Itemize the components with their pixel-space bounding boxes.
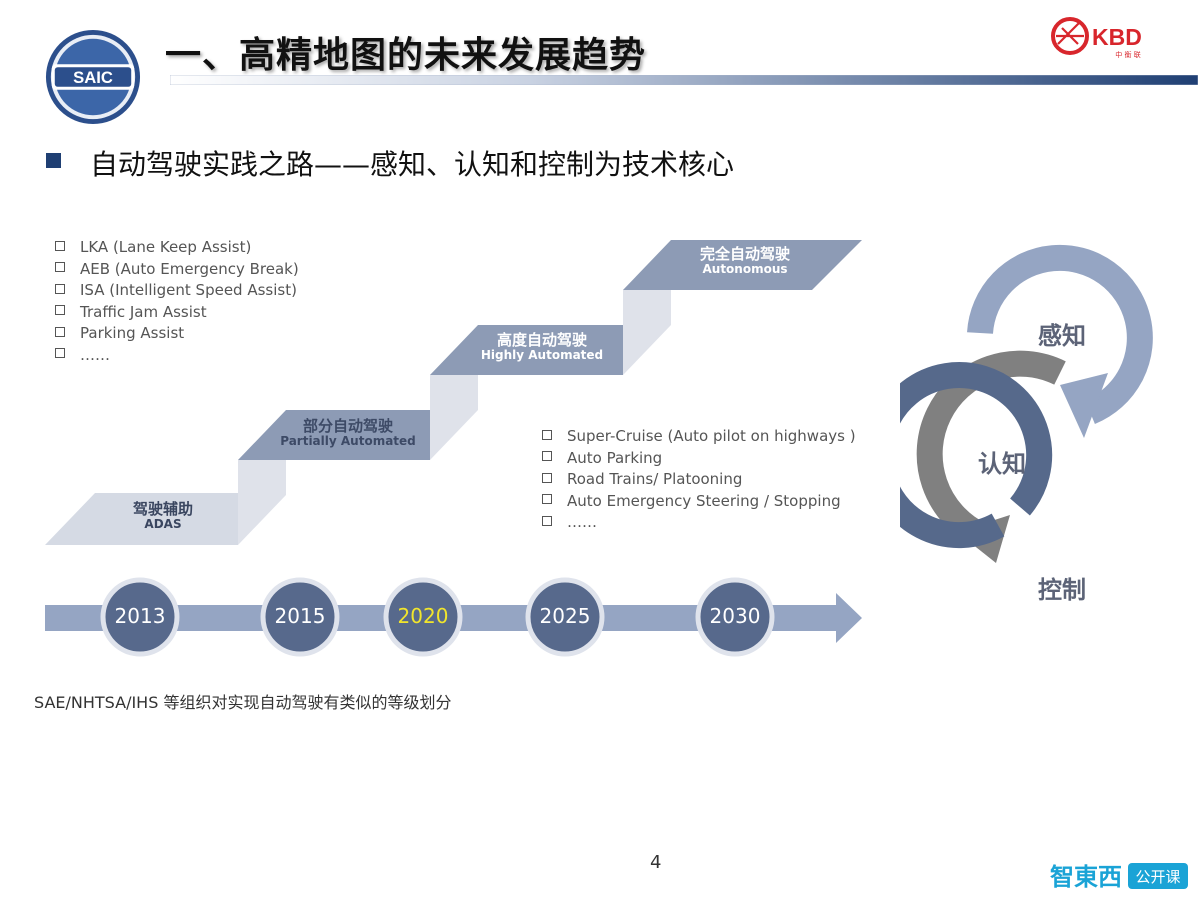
timeline-year: 2030 [709, 604, 761, 628]
checkbox-icon [55, 348, 65, 359]
step-highly [430, 325, 623, 375]
step-partial [238, 410, 430, 460]
perception-cycle [900, 244, 1153, 563]
arrow-icon [1060, 373, 1108, 438]
page-number: 4 [650, 852, 662, 873]
checkbox-icon [55, 326, 65, 337]
svg-text:中 衡 联: 中 衡 联 [1115, 50, 1140, 59]
list-item: LKA (Lane Keep Assist) [55, 237, 299, 259]
list-item: Road Trains/ Platooning [542, 469, 856, 491]
perception-arc [967, 244, 1153, 425]
checkbox-icon [542, 472, 552, 483]
svg-text:智東西: 智東西 [1050, 863, 1122, 891]
list-item: Auto Parking [542, 448, 856, 470]
page-title: 一、高精地图的未来发展趋势 [165, 35, 647, 76]
kbd-logo: KBD 中 衡 联 [1051, 17, 1142, 59]
footnote: SAE/NHTSA/IHS 等组织对实现自动驾驶有类似的等级划分 [34, 693, 452, 712]
checkbox-icon [55, 262, 65, 273]
automation-stairs [45, 240, 862, 545]
zhidongxi-logo: 智東西 公开课 [1050, 863, 1188, 891]
list-item: ISA (Intelligent Speed Assist) [55, 280, 299, 302]
checkbox-icon [55, 240, 65, 251]
list-item: Auto Emergency Steering / Stopping [542, 491, 856, 513]
checkbox-icon [55, 283, 65, 294]
timeline-year: 2015 [274, 604, 326, 628]
cycle-label-control: 控制 [1038, 576, 1086, 604]
advanced-feature-list: Super-Cruise (Auto pilot on highways ) A… [542, 426, 856, 534]
checkbox-icon [542, 429, 552, 440]
svg-text:公开课: 公开课 [1135, 868, 1180, 886]
cycle-label-perception: 感知 [1038, 322, 1086, 350]
timeline-year: 2013 [114, 604, 166, 628]
list-item: …… [55, 345, 299, 367]
step-label-partial: 部分自动驾驶 Partially Automated [280, 417, 416, 449]
subtitle: 自动驾驶实践之路——感知、认知和控制为技术核心 [90, 148, 735, 181]
checkbox-icon [542, 515, 552, 526]
list-item: Super-Cruise (Auto pilot on highways ) [542, 426, 856, 448]
checkbox-icon [55, 305, 65, 316]
saic-logo: SAIC [45, 29, 141, 125]
control-arc [900, 362, 1053, 548]
svg-text:SAIC: SAIC [73, 68, 113, 87]
timeline-arrow [45, 577, 862, 657]
adas-feature-list: LKA (Lane Keep Assist) AEB (Auto Emergen… [55, 237, 299, 367]
checkbox-icon [542, 494, 552, 505]
title-underline [170, 75, 1198, 85]
step-label-highly: 高度自动驾驶 Highly Automated [480, 331, 604, 363]
step-autonomous [623, 240, 862, 290]
list-item: …… [542, 512, 856, 534]
list-item: Parking Assist [55, 323, 299, 345]
timeline-year-highlight: 2020 [397, 604, 449, 628]
subtitle-bullet [46, 153, 61, 168]
step-label-autonomous: 完全自动驾驶 Autonomous [699, 245, 790, 277]
year-node [100, 577, 775, 657]
cycle-label-cognition: 认知 [978, 450, 1026, 478]
list-item: Traffic Jam Assist [55, 302, 299, 324]
svg-text:KBD: KBD [1092, 24, 1142, 50]
list-item: AEB (Auto Emergency Break) [55, 259, 299, 281]
timeline-year: 2025 [539, 604, 591, 628]
step-adas [45, 493, 238, 545]
checkbox-icon [542, 451, 552, 462]
step-label-adas: 驾驶辅助 ADAS [132, 500, 193, 532]
cognition-arc [916, 350, 1066, 547]
